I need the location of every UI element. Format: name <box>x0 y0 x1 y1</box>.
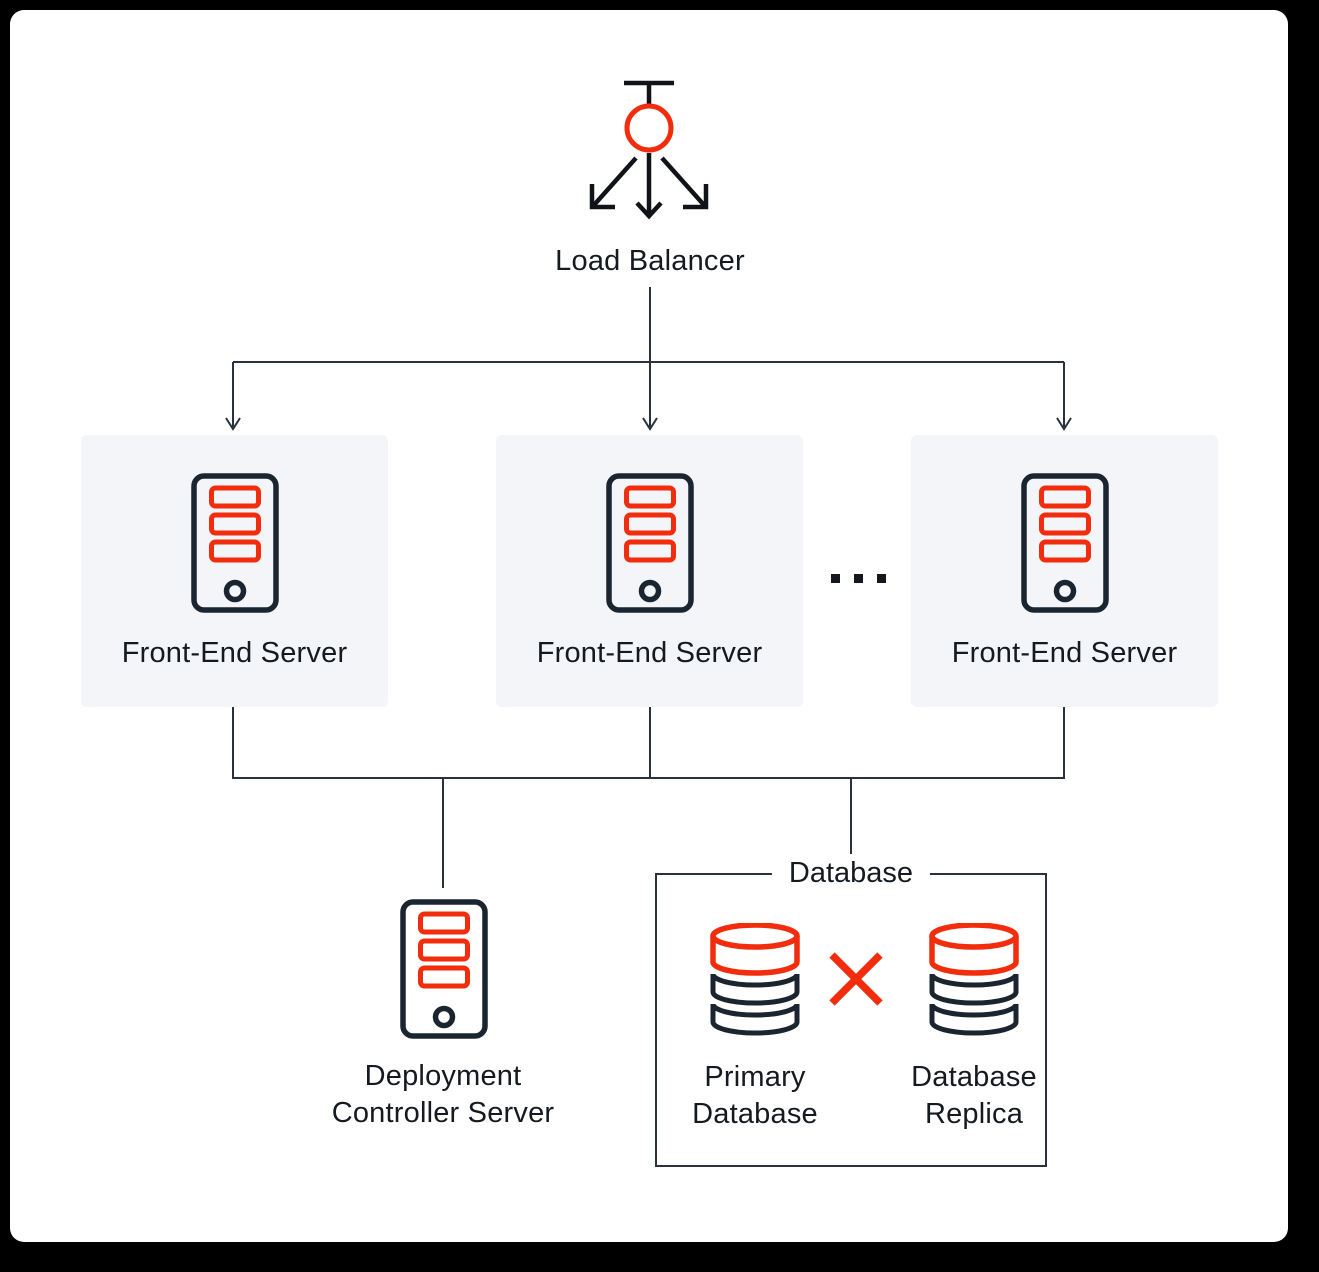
server-icon <box>605 473 694 613</box>
deployment-controller-label: Deployment Controller Server <box>293 1058 593 1132</box>
database-replica-label: Database Replica <box>849 1059 1099 1133</box>
database-replica-label-line1: Database <box>911 1061 1037 1093</box>
deployment-controller-label-line1: Deployment <box>364 1060 522 1092</box>
front-end-server-label-3: Front-End Server <box>951 637 1178 669</box>
primary-database-label: Primary Database <box>630 1059 880 1133</box>
deployment-controller-server-icon <box>400 899 488 1039</box>
front-end-server-box-2: Front-End Server <box>496 435 803 707</box>
replication-broken-x-icon <box>829 952 883 1006</box>
primary-database-icon <box>710 923 800 1036</box>
ellipsis-dot <box>877 574 886 583</box>
server-icon <box>1020 473 1109 613</box>
load-balancer-icon <box>589 80 709 220</box>
database-replica-label-line2: Replica <box>924 1098 1024 1130</box>
load-balancer-label: Load Balancer <box>555 245 745 277</box>
database-group-title: Database <box>771 855 931 892</box>
front-end-server-box-1: Front-End Server <box>81 435 388 707</box>
front-end-server-box-3: Front-End Server <box>911 435 1218 707</box>
primary-database-label-line2: Database <box>692 1098 818 1130</box>
primary-database-label-line1: Primary <box>704 1061 806 1093</box>
database-replica-icon <box>929 923 1019 1036</box>
server-icon <box>190 473 279 613</box>
ellipsis-dot <box>831 574 840 583</box>
more-servers-ellipsis <box>831 574 886 583</box>
ellipsis-dot <box>854 574 863 583</box>
deployment-controller-label-line2: Controller Server <box>331 1097 555 1129</box>
front-end-server-label-2: Front-End Server <box>536 637 763 669</box>
front-end-server-label-1: Front-End Server <box>121 637 348 669</box>
